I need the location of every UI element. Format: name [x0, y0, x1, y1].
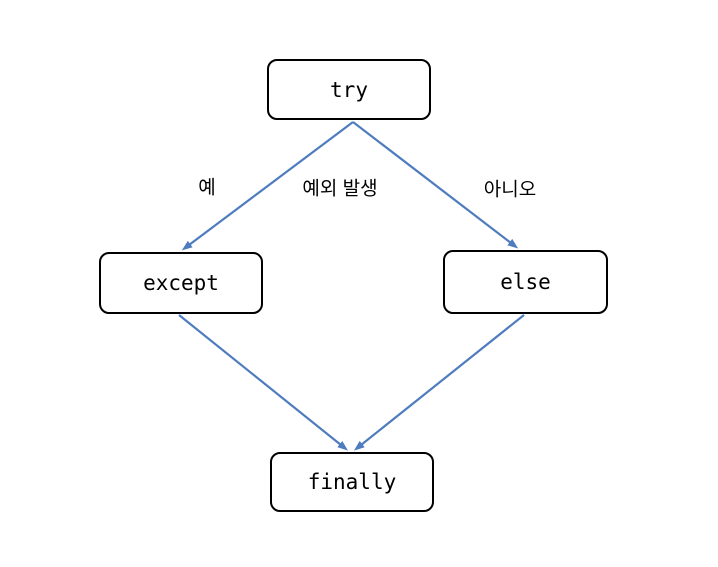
edge-label-exception-occurred: 예외 발생	[302, 178, 378, 200]
edge-except-to-finally	[178, 314, 349, 451]
edge-label-yes: 예	[198, 177, 216, 199]
edge-else-to-finally	[353, 314, 525, 451]
node-finally: finally	[270, 452, 434, 512]
node-else-label: else	[500, 270, 551, 294]
edge-try-to-else	[352, 121, 519, 249]
node-except-label: except	[143, 271, 219, 295]
edge-label-no: 아니오	[483, 179, 537, 201]
node-finally-label: finally	[307, 470, 397, 494]
edge-try-to-except	[181, 121, 354, 251]
node-try: try	[267, 59, 431, 120]
node-try-label: try	[330, 77, 368, 102]
node-else: else	[443, 250, 608, 314]
node-except: except	[99, 252, 263, 314]
